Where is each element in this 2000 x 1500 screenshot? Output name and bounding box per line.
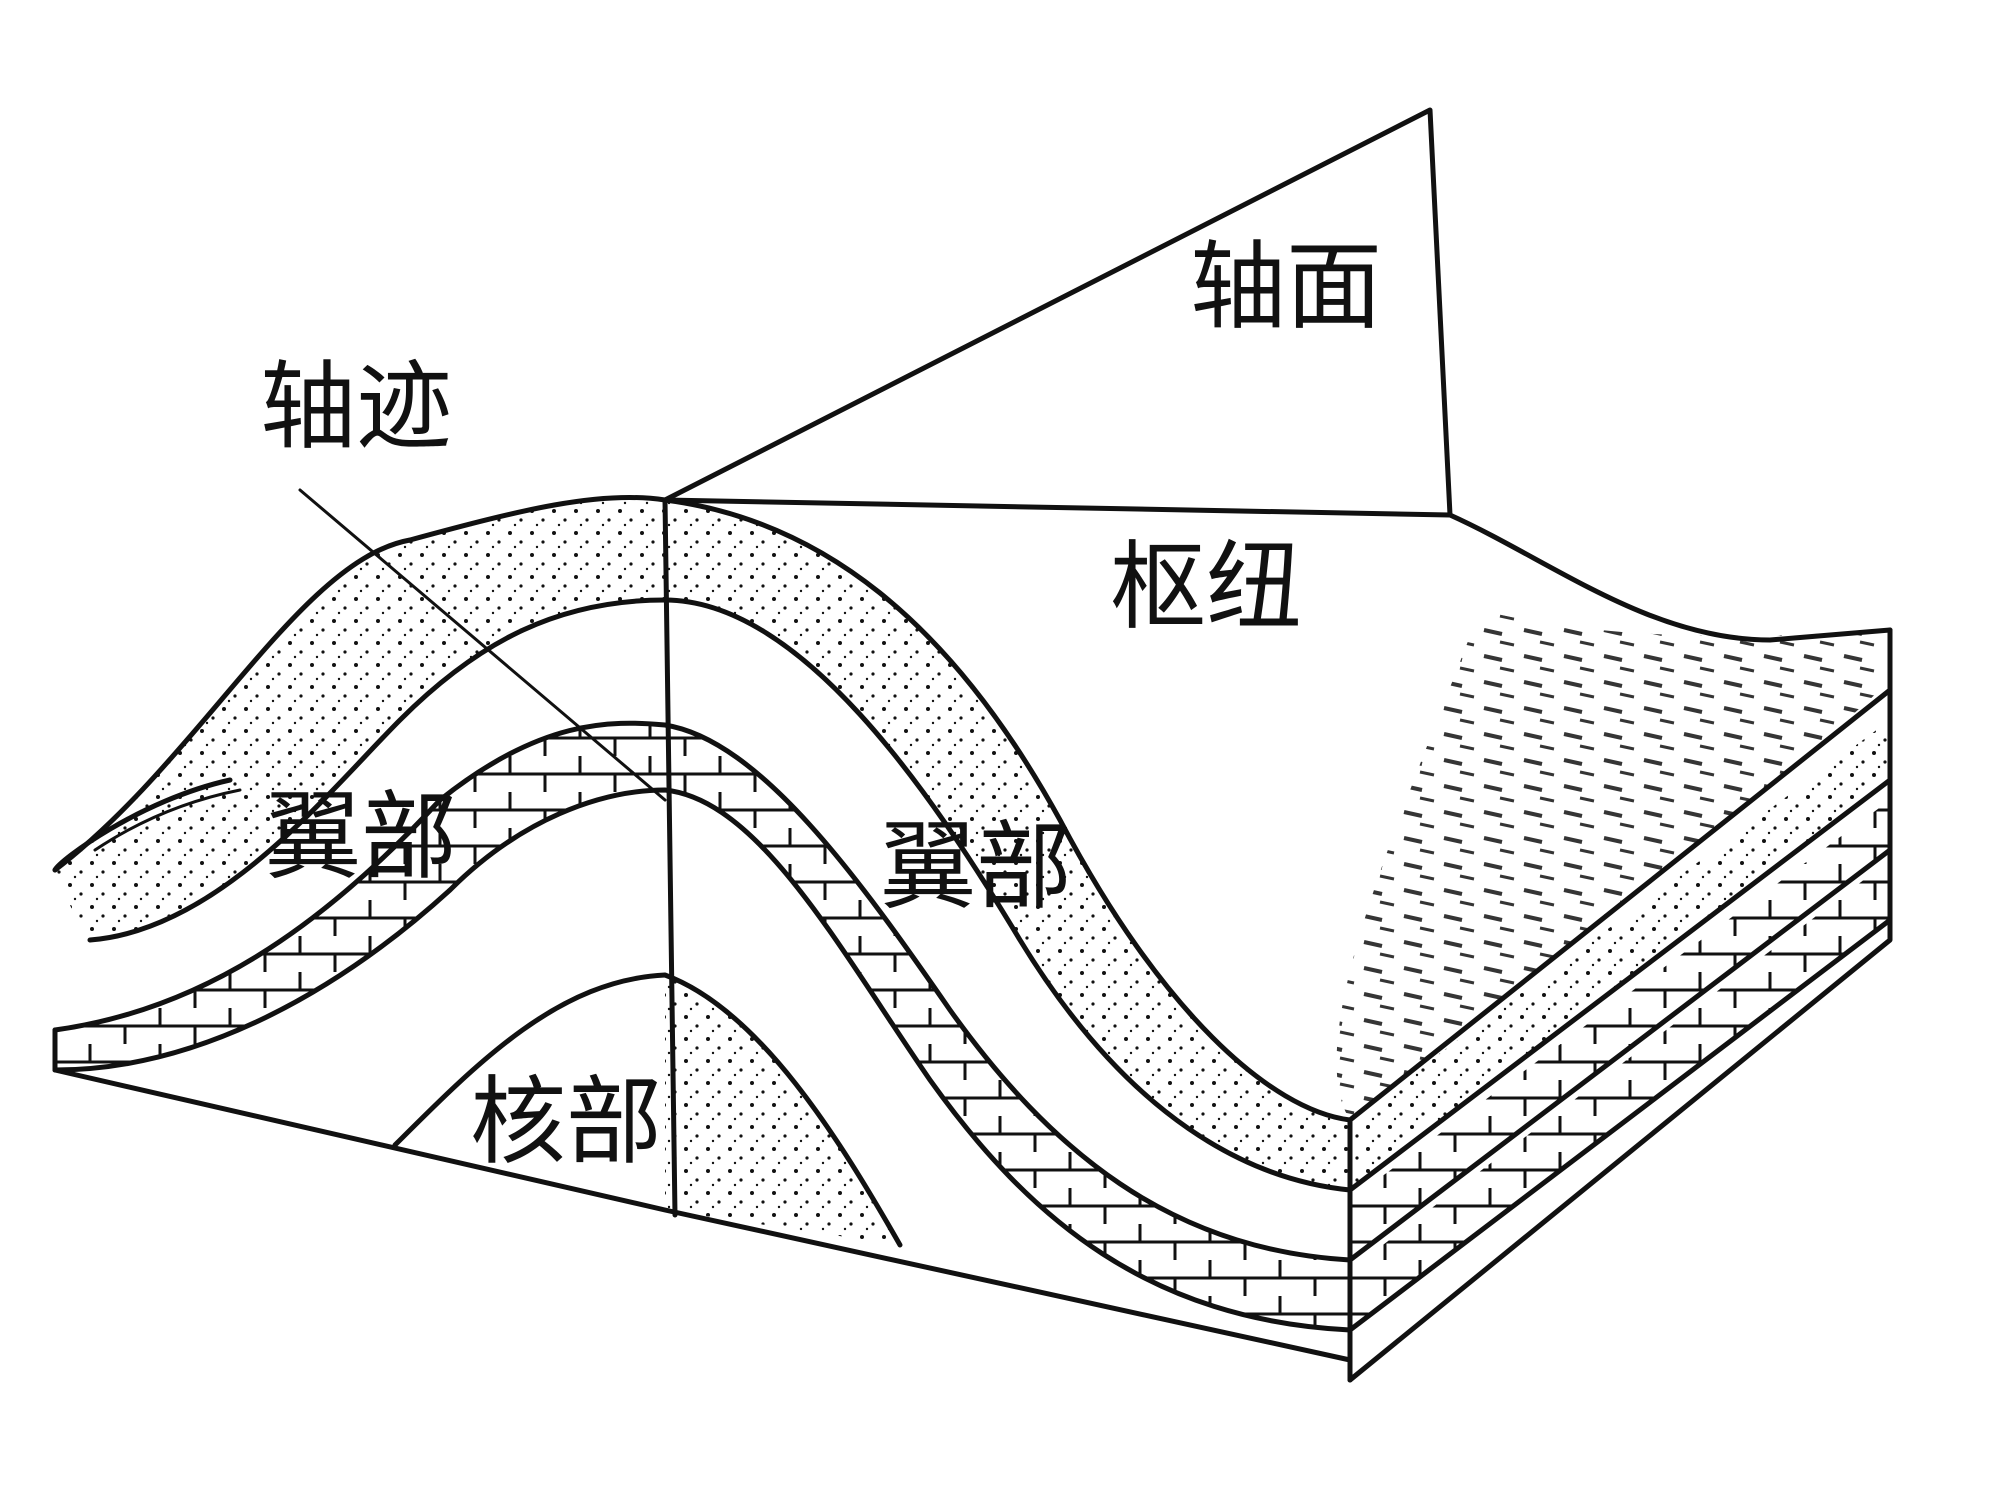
label-limb-left: 翼部 <box>265 781 457 893</box>
top-surface <box>662 497 1893 1123</box>
label-limb-right: 翼部 <box>880 811 1072 923</box>
axial-trace-leader <box>298 488 667 802</box>
front-cross-section <box>52 494 1353 1363</box>
label-core: 核部 <box>470 1066 662 1178</box>
right-side-face <box>1347 687 1893 1383</box>
label-axial-trace: 轴迹 <box>260 351 452 463</box>
label-axial-plane: 轴面 <box>1190 231 1382 343</box>
label-hinge: 枢纽 <box>1110 531 1302 643</box>
axial-plane <box>662 107 1453 518</box>
